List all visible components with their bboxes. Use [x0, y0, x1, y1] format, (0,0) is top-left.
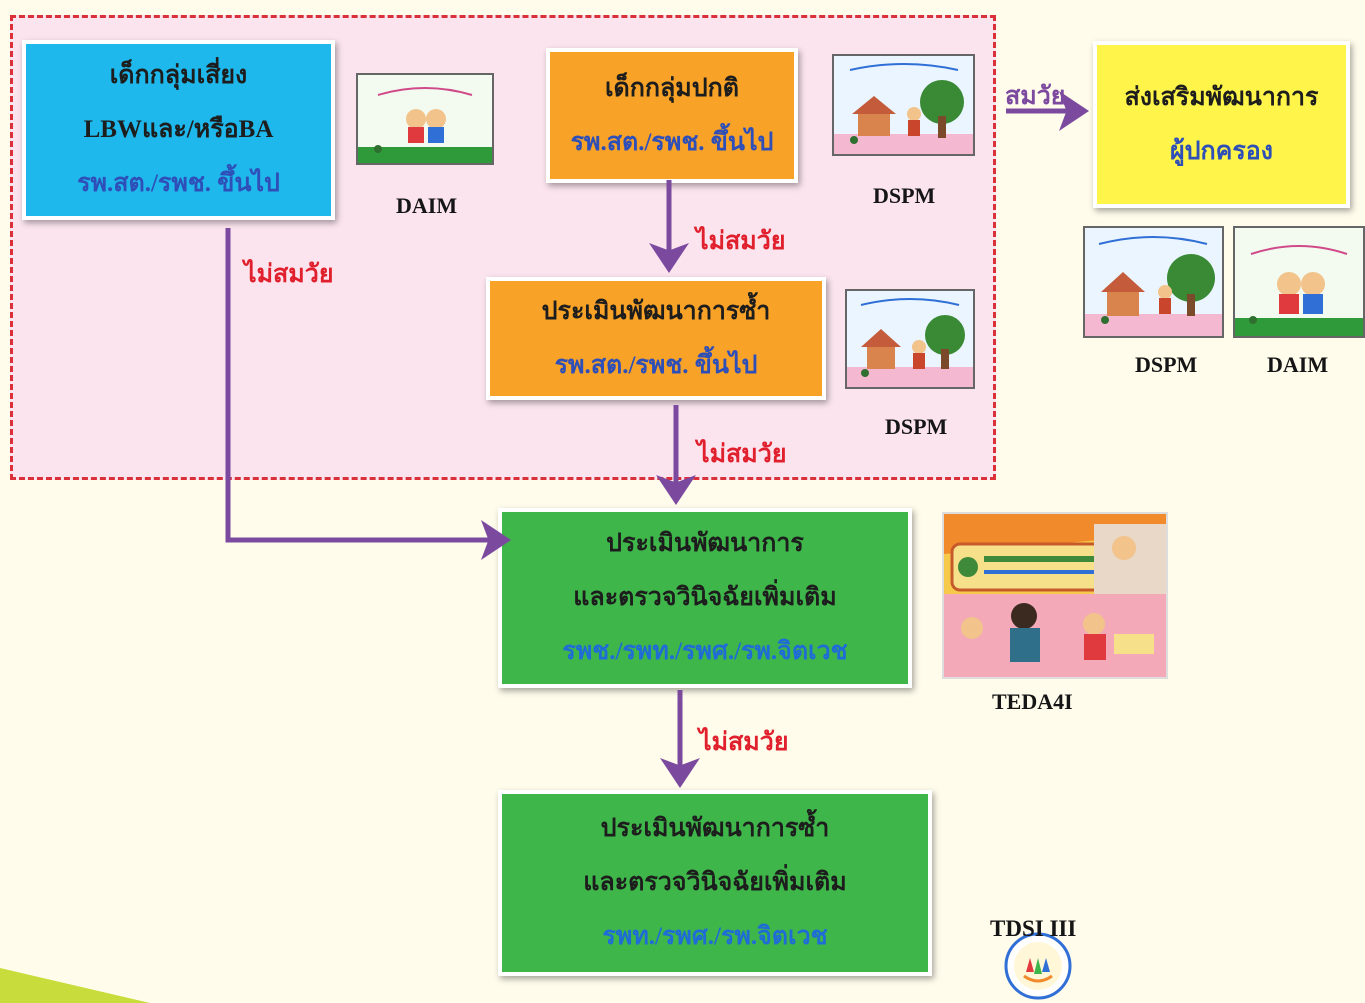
teda4i-manual-cover-icon — [942, 512, 1168, 679]
risk-group-facility: รพ.สต./รพช. ขึ้นไป — [77, 170, 280, 197]
reassess-diagnose-box: ประเมินพัฒนาการซ้ำ และตรวจวินิจฉัยเพิ่มเ… — [498, 790, 932, 976]
reassess-diagnose-subtitle: และตรวจวินิจฉัยเพิ่มเติม — [583, 869, 847, 896]
daim-manual-cover-icon — [356, 73, 494, 165]
dspm-manual-cover-icon — [832, 54, 975, 156]
normal-group-box: เด็กกลุ่มปกติ รพ.สต./รพช. ขึ้นไป — [546, 48, 798, 183]
daim-label: DAIM — [396, 193, 458, 218]
promote-title: ส่งเสริมพัฒนาการ — [1124, 83, 1319, 111]
reassess-facility: รพ.สต./รพช. ขึ้นไป — [554, 351, 758, 379]
dspm-manual-cover-icon — [845, 289, 975, 389]
risk-group-box: เด็กกลุ่มเสี่ยง LBWและ/หรือBA รพ.สต./รพช… — [22, 40, 335, 220]
teda4i-label: TEDA4I — [992, 689, 1073, 714]
tdsi-label: TDSI III — [990, 916, 1077, 941]
dspm-label: DSPM — [1135, 352, 1198, 377]
condition-not-ok-label: ไม่สมวัย — [696, 228, 786, 255]
risk-group-title: เด็กกลุ่มเสี่ยง — [109, 62, 248, 89]
promote-guardian: ผู้ปกครอง — [1169, 137, 1274, 165]
condition-not-ok-label: ไม่สมวัย — [699, 729, 789, 756]
condition-ok-label: สมวัย — [1005, 83, 1066, 110]
condition-not-ok-label: ไม่สมวัย — [244, 261, 334, 288]
normal-group-title: เด็กกลุ่มปกติ — [604, 74, 740, 102]
reassess-title: ประเมินพัฒนาการซ้ำ — [541, 297, 771, 325]
normal-group-facility: รพ.สต./รพช. ขึ้นไป — [570, 128, 774, 156]
promote-development-box: ส่งเสริมพัฒนาการ ผู้ปกครอง — [1093, 41, 1350, 208]
arrow-icon — [225, 228, 511, 560]
assess-diagnose-box: ประเมินพัฒนาการ และตรวจวินิจฉัยเพิ่มเติม… — [498, 508, 912, 688]
condition-not-ok-label: ไม่สมวัย — [697, 441, 787, 468]
assess-diagnose-subtitle: และตรวจวินิจฉัยเพิ่มเติม — [573, 584, 837, 611]
assess-diagnose-facility: รพช./รพท./รพศ./รพ.จิตเวช — [562, 638, 848, 665]
assess-diagnose-title: ประเมินพัฒนาการ — [606, 530, 804, 557]
dspm-label: DSPM — [885, 414, 948, 439]
daim-manual-cover-icon — [1233, 226, 1365, 338]
reassess-diagnose-title: ประเมินพัฒนาการซ้ำ — [600, 815, 830, 842]
risk-group-subtitle: LBWและ/หรือBA — [83, 116, 274, 143]
dspm-manual-cover-icon — [1083, 226, 1224, 338]
reassess-box: ประเมินพัฒนาการซ้ำ รพ.สต./รพช. ขึ้นไป — [486, 277, 826, 400]
reassess-diagnose-facility: รพท./รพศ./รพ.จิตเวช — [602, 923, 828, 950]
tdsi-logo-icon — [1004, 932, 1072, 1000]
dspm-label: DSPM — [873, 183, 936, 208]
daim-label: DAIM — [1267, 352, 1329, 377]
